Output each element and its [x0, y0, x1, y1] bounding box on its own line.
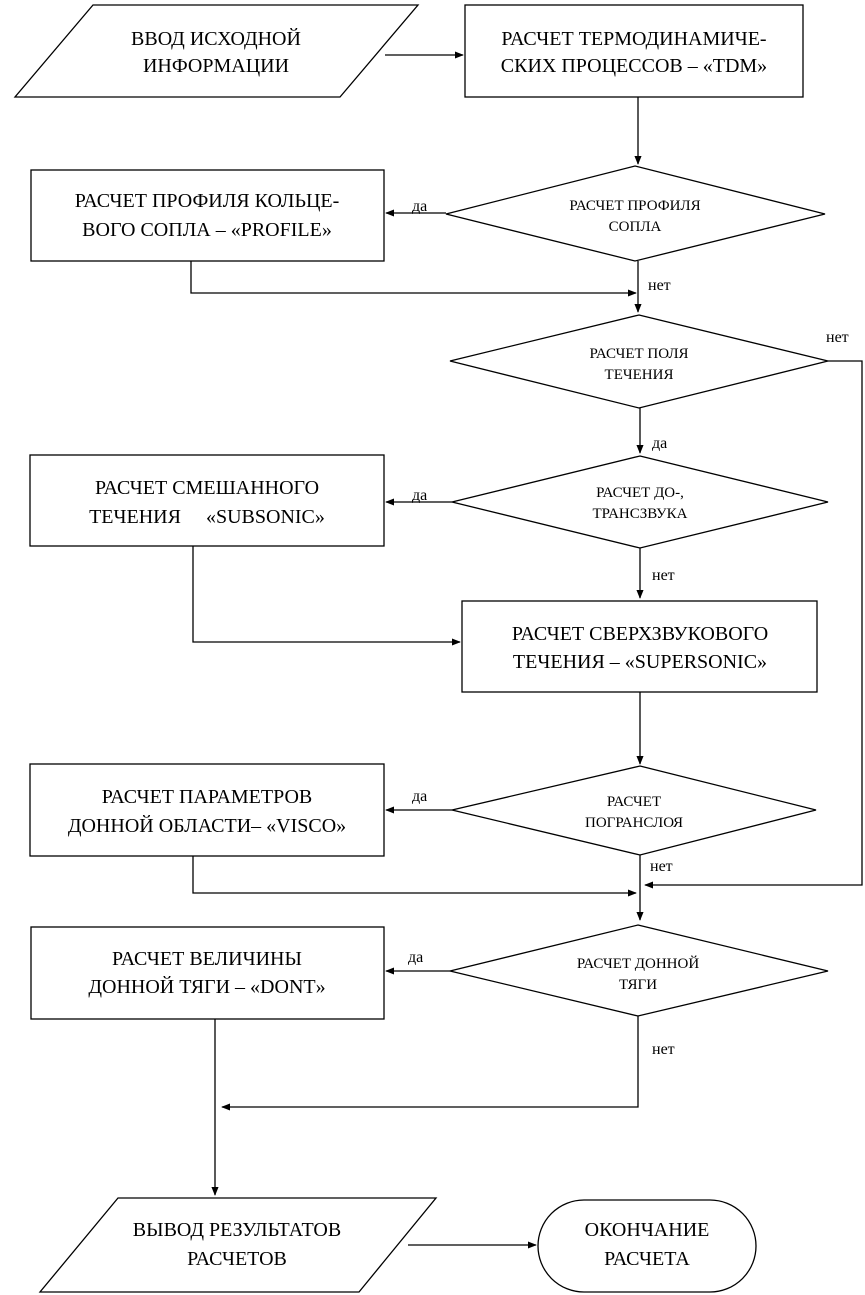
tdm-text-line2: СКИХ ПРОЦЕССОВ – «TDM»	[501, 55, 767, 77]
profile-text-line2: ВОГО СОПЛА – «PROFILE»	[82, 219, 332, 241]
supersonic-process-node: РАСЧЕТ СВЕРХЗВУКОВОГО ТЕЧЕНИЯ – «SUPERSO…	[461, 600, 818, 693]
label-no-boundary: нет	[650, 858, 673, 875]
q-thrust-text-line1: РАСЧЕТ ДОННОЙ	[577, 955, 700, 972]
tdm-process-node: РАСЧЕТ ТЕРМОДИНАМИЧЕ- СКИХ ПРОЦЕССОВ – «…	[464, 4, 804, 98]
subsonic-process-node: РАСЧЕТ СМЕШАННОГО ТЕЧЕНИЯ «SUBSONIC»	[29, 454, 385, 547]
supersonic-text-line2: ТЕЧЕНИЯ – «SUPERSONIC»	[513, 651, 767, 673]
dont-text-line1: РАСЧЕТ ВЕЛИЧИНЫ	[112, 948, 302, 970]
label-no-trans: нет	[652, 567, 675, 584]
base-thrust-decision-node: РАСЧЕТ ДОННОЙ ТЯГИ	[449, 924, 829, 1017]
arrow-profile-merge	[190, 261, 637, 297]
label-no-flow: нет	[826, 329, 849, 346]
profile-text-line1: РАСЧЕТ ПРОФИЛЯ КОЛЬЦЕ-	[75, 190, 340, 212]
q-trans-text-line2: ТРАНСЗВУКА	[592, 506, 687, 522]
arrow-q-thrust-no	[221, 1016, 639, 1111]
arrow-q-flow-no-bypass	[644, 360, 863, 889]
flow-field-decision-node: РАСЧЕТ ПОЛЯ ТЕЧЕНИЯ	[449, 314, 829, 409]
input-text-line1: ВВОД ИСХОДНОЙ	[131, 27, 301, 50]
profile-decision-node: РАСЧЕТ ПРОФИЛЯ СОПЛА	[445, 165, 826, 262]
q-flow-text-line1: РАСЧЕТ ПОЛЯ	[589, 346, 688, 362]
q-thrust-text-line2: ТЯГИ	[619, 977, 657, 993]
output-data-node: ВЫВОД РЕЗУЛЬТАТОВ РАСЧЕТОВ	[38, 1197, 438, 1293]
end-text-line1: ОКОНЧАНИЕ	[585, 1219, 710, 1241]
output-text-line2: РАСЧЕТОВ	[187, 1248, 287, 1270]
q-trans-text-line1: РАСЧЕТ ДО-,	[596, 485, 684, 501]
subsonic-text-line1: РАСЧЕТ СМЕШАННОГО	[95, 477, 319, 499]
input-data-node: ВВОД ИСХОДНОЙ ИНФОРМАЦИИ	[13, 4, 420, 98]
profile-process-node: РАСЧЕТ ПРОФИЛЯ КОЛЬЦЕ- ВОГО СОПЛА – «PRO…	[30, 169, 385, 262]
visco-text-line2: ДОННОЙ ОБЛАСТИ– «VISCO»	[68, 814, 346, 837]
visco-process-node: РАСЧЕТ ПАРАМЕТРОВ ДОННОЙ ОБЛАСТИ– «VISCO…	[29, 763, 385, 857]
arrow-visco-merge	[192, 856, 637, 897]
branch-labels: да нет нет да да нет да нет да нет	[408, 198, 849, 1058]
input-text-line2: ИНФОРМАЦИИ	[143, 55, 289, 77]
label-no-profile: нет	[648, 277, 671, 294]
supersonic-text-line1: РАСЧЕТ СВЕРХЗВУКОВОГО	[512, 623, 768, 645]
q-boundary-text-line2: ПОГРАНСЛОЯ	[585, 815, 683, 831]
boundary-layer-decision-node: РАСЧЕТ ПОГРАНСЛОЯ	[451, 765, 817, 856]
arrow-subsonic-to-supersonic	[192, 546, 461, 646]
label-yes-flow: да	[652, 435, 667, 452]
label-yes-boundary: да	[412, 788, 427, 805]
label-yes-trans: да	[412, 487, 427, 504]
dont-text-line2: ДОННОЙ ТЯГИ – «DONT»	[88, 975, 325, 998]
q-flow-text-line2: ТЕЧЕНИЯ	[605, 367, 674, 383]
dont-process-node: РАСЧЕТ ВЕЛИЧИНЫ ДОННОЙ ТЯГИ – «DONT»	[30, 926, 385, 1020]
end-terminator-node: ОКОНЧАНИЕ РАСЧЕТА	[537, 1199, 757, 1293]
connectors	[190, 51, 863, 1249]
label-yes-profile: да	[412, 198, 427, 215]
q-profile-text-line1: РАСЧЕТ ПРОФИЛЯ	[569, 198, 700, 214]
subsonic-text-line2: ТЕЧЕНИЯ «SUBSONIC»	[89, 506, 325, 528]
tdm-text-line1: РАСЧЕТ ТЕРМОДИНАМИЧЕ-	[501, 28, 766, 50]
q-boundary-text-line1: РАСЧЕТ	[607, 794, 661, 810]
visco-text-line1: РАСЧЕТ ПАРАМЕТРОВ	[102, 786, 313, 808]
end-text-line2: РАСЧЕТА	[604, 1248, 690, 1270]
q-profile-text-line2: СОПЛА	[609, 219, 662, 235]
label-no-thrust: нет	[652, 1041, 675, 1058]
output-text-line1: ВЫВОД РЕЗУЛЬТАТОВ	[133, 1219, 341, 1241]
transonic-decision-node: РАСЧЕТ ДО-, ТРАНСЗВУКА	[451, 455, 829, 549]
label-yes-thrust: да	[408, 949, 423, 966]
